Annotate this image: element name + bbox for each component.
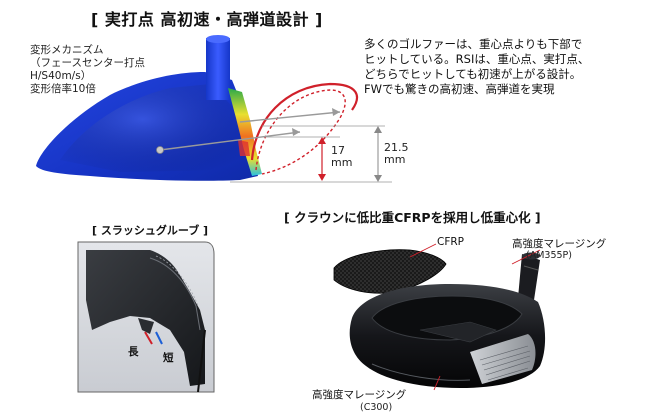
label-maraging-c300: 高強度マレージング	[312, 389, 407, 401]
deformation-caption: 変形メカニズム （フェースセンター打点 H/S40m/s） 変形倍率10倍	[30, 44, 145, 96]
section-heading-slash-groove: [ スラッシュグルーブ ]	[92, 224, 209, 237]
caption-line: （フェースセンター打点	[30, 57, 145, 69]
leader-am355p	[511, 249, 541, 265]
dim-17-unit: mm	[331, 156, 353, 169]
slash-groove-notch	[138, 318, 154, 334]
long-marker	[144, 331, 153, 345]
dim-21-5-label: 21.5 mm	[384, 142, 409, 166]
center-of-gravity-dot	[156, 146, 164, 154]
dim-21-5-unit: mm	[384, 153, 406, 166]
section-heading-impact: [ 実打点 高初速・高弾道設計 ]	[91, 10, 323, 29]
description-line: 多くのゴルファーは、重心点よりも下部で	[364, 37, 583, 51]
label-c300-sub: (C300)	[360, 402, 393, 413]
cfrp-crown-piece	[333, 249, 447, 294]
short-marker	[155, 331, 163, 345]
label-am355p-sub: (AM355P)	[526, 250, 572, 261]
description-line: どちらでヒットしても初速が上がる設計。	[364, 67, 582, 81]
section-heading-cfrp: [ クラウンに低比重CFRPを採用し低重心化 ]	[284, 210, 541, 225]
dim-21-5-value: 21.5	[384, 141, 409, 154]
caption-line: H/S40m/s）	[30, 70, 92, 82]
description-line: ヒットしている。RSIは、重心点、実打点、	[364, 52, 590, 66]
leader-cfrp	[409, 243, 437, 258]
description-text: 多くのゴルファーは、重心点よりも下部で ヒットしている。RSIは、重心点、実打点…	[364, 37, 589, 97]
label-long: 長	[128, 346, 139, 358]
hosel-fea	[206, 38, 230, 100]
label-cfrp: CFRP	[437, 236, 464, 248]
impact-arrow	[239, 111, 341, 123]
caption-line: 変形倍率10倍	[30, 83, 96, 95]
launch-trajectory-solid	[250, 82, 358, 161]
description-line: FWでも驚きの高初速、高弾道を実現	[364, 82, 555, 96]
hosel-black	[518, 254, 540, 300]
leader-c300	[433, 375, 441, 391]
cg-arrow	[159, 131, 301, 151]
launch-trajectory-dashed	[255, 89, 346, 175]
label-short: 短	[163, 352, 174, 364]
slash-groove-sole	[86, 250, 205, 386]
dim-17-value: 17	[331, 144, 345, 157]
caption-line: 変形メカニズム	[30, 44, 104, 56]
label-maraging-am355p: 高強度マレージング	[512, 238, 607, 250]
dim-17-label: 17 mm	[331, 145, 352, 169]
